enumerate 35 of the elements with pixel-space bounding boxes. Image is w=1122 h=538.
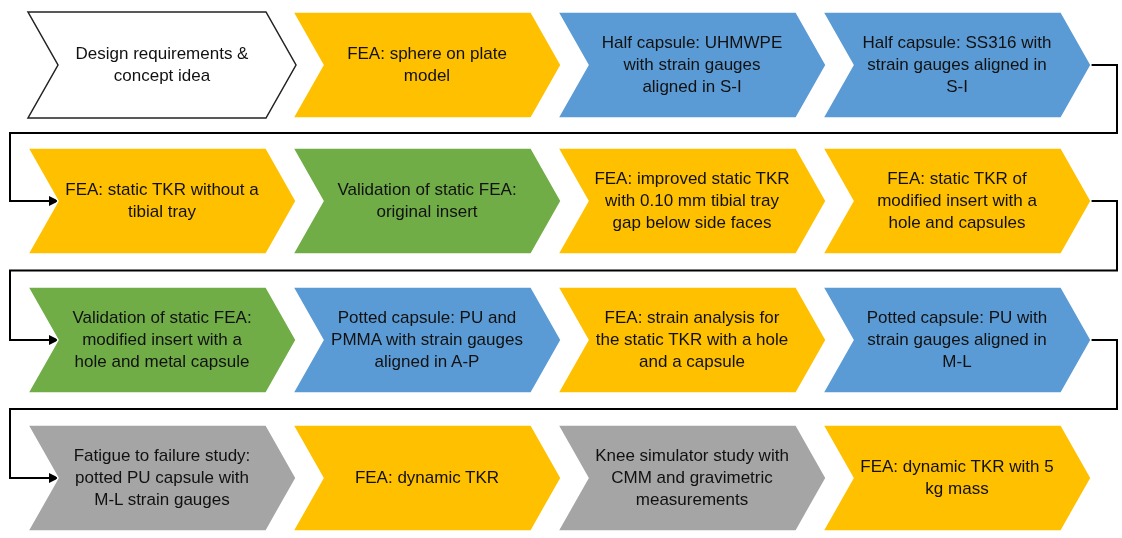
step-label: Half capsule: UHMWPE with strain gauges aligned in S-I — [600, 31, 784, 99]
step-label: Potted capsule: PU and PMMA with strain gauges aligned in A-P — [330, 306, 524, 374]
step-label: FEA: static TKR without a tibial tray — [64, 178, 260, 223]
step-label: FEA: sphere on plate model — [346, 42, 508, 87]
step-label: FEA: dynamic TKR — [354, 466, 500, 489]
chevron-step — [558, 287, 826, 393]
chevron-step — [558, 12, 826, 118]
connector-arrow — [9, 339, 1118, 483]
chevron-step — [28, 287, 296, 393]
step-label: Fatigue to failure study: potted PU capsule with M-L strain gauges — [72, 444, 252, 512]
chevron-step — [293, 425, 561, 531]
chevron-step — [558, 425, 826, 531]
chevron-step — [823, 148, 1091, 254]
step-label: Potted capsule: PU with strain gauges aligned in M-L — [865, 306, 1049, 374]
chevron-step — [823, 287, 1091, 393]
chevron-step — [28, 12, 296, 118]
step-label: FEA: improved static TKR with 0.10 mm tibial tray gap below side faces — [594, 167, 790, 235]
connector-arrow — [9, 64, 1118, 206]
chevron-step — [293, 12, 561, 118]
step-label: FEA: static TKR of modified insert with a hole and capsules — [876, 167, 1038, 235]
step-label: Design requirements & concept idea — [74, 42, 250, 87]
step-label: FEA: dynamic TKR with 5 kg mass — [859, 455, 1055, 500]
chevron-step — [28, 148, 296, 254]
chevron-step — [823, 12, 1091, 118]
connector-arrow — [9, 200, 1118, 345]
chevron-step — [28, 425, 296, 531]
step-label: Validation of static FEA: modified insert with a hole and metal capsule — [71, 306, 253, 374]
step-label: Knee simulator study with CMM and gravimetric measurements — [594, 444, 790, 512]
chevron-step — [823, 425, 1091, 531]
step-label: Validation of static FEA: original insert — [336, 178, 518, 223]
step-label: FEA: strain analysis for the static TKR with a hole and a capsule — [594, 306, 790, 374]
chevron-step — [558, 148, 826, 254]
chevron-step — [293, 287, 561, 393]
chevron-step — [293, 148, 561, 254]
step-label: Half capsule: SS316 with strain gauges aligned in S-I — [861, 31, 1053, 99]
